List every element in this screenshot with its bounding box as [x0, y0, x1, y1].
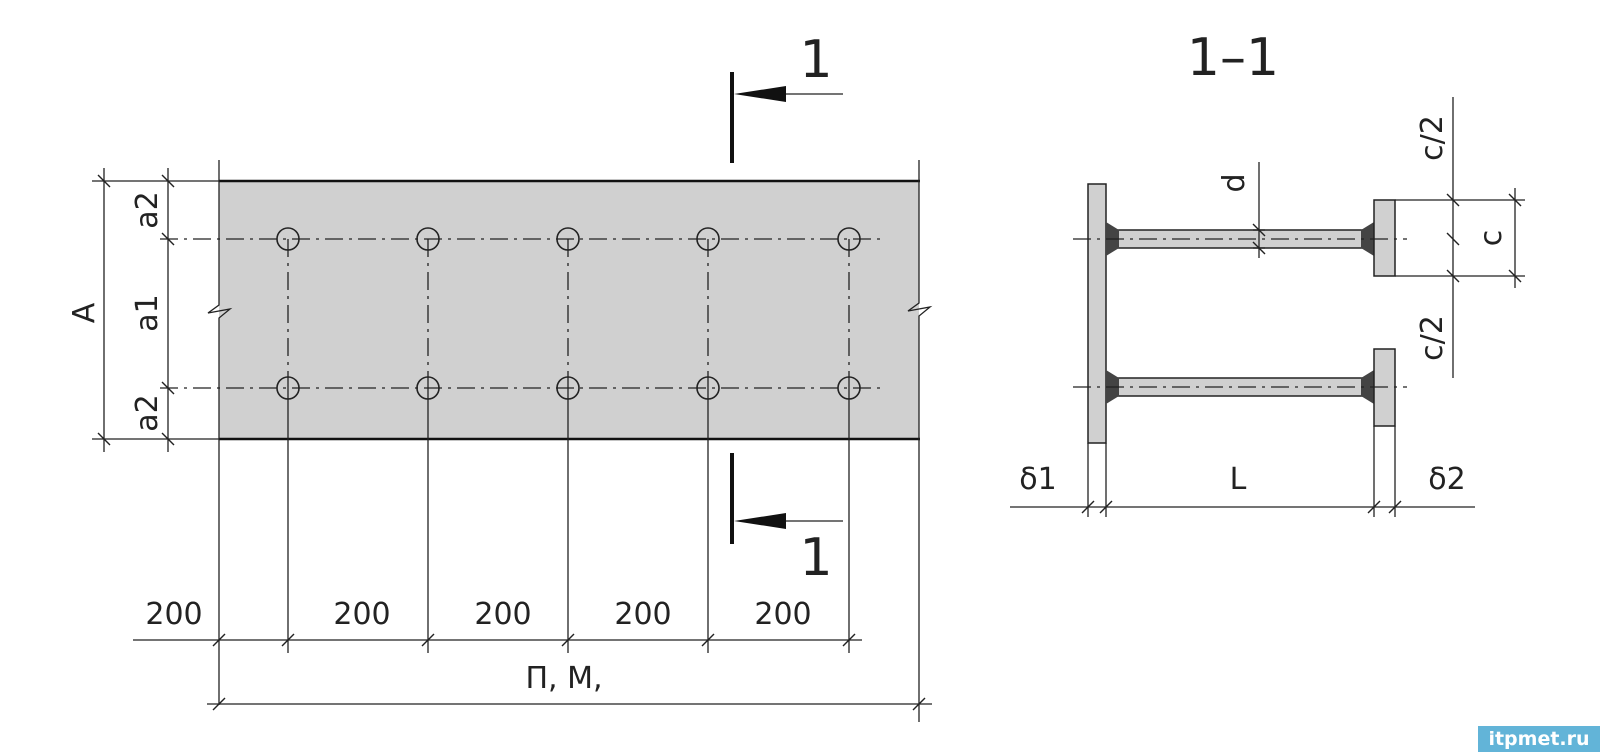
bolt-holes — [276, 227, 861, 400]
section-view: 1–1 d c/2 c c/2 — [1010, 28, 1525, 517]
bolt-hole — [416, 376, 440, 400]
spacing-label-3: 200 — [614, 597, 671, 632]
tick — [97, 432, 111, 446]
height-label: A — [67, 302, 102, 323]
c-label: c — [1474, 230, 1509, 247]
right-break-line — [907, 160, 933, 722]
tick — [161, 432, 175, 446]
plan-view: A a2 a1 a2 200 200 200 200 200 П, М, 1 — [67, 30, 933, 722]
lower-weld-right — [1361, 370, 1374, 404]
bolt-hole — [556, 376, 580, 400]
bolt-hole — [276, 376, 300, 400]
tick — [1099, 500, 1113, 514]
tick — [842, 633, 856, 647]
c-half-bottom-label: c/2 — [1415, 315, 1450, 361]
upper-stud-head — [1373, 199, 1396, 277]
section-mark-top: 1 — [730, 30, 843, 163]
delta2-label: δ2 — [1428, 462, 1465, 497]
section-title: 1–1 — [1187, 28, 1279, 88]
bolt-hole — [416, 227, 440, 251]
a2-top-label: a2 — [130, 191, 165, 228]
upper-weld-right — [1361, 222, 1374, 256]
tick — [1081, 500, 1095, 514]
left-dim-label: 200 — [145, 597, 202, 632]
tick — [212, 697, 226, 711]
tick — [161, 381, 175, 395]
bolt-hole — [837, 227, 861, 251]
section-mark-bottom-label: 1 — [799, 528, 832, 588]
d-label: d — [1217, 173, 1252, 192]
tick — [1367, 500, 1381, 514]
tick — [97, 174, 111, 188]
tick — [1508, 269, 1522, 283]
tick — [161, 232, 175, 246]
spacing-label-1: 200 — [333, 597, 390, 632]
delta1-label: δ1 — [1019, 462, 1056, 497]
tick — [701, 633, 715, 647]
tick — [1446, 232, 1460, 246]
tick — [281, 633, 295, 647]
tick — [561, 633, 575, 647]
site-watermark: itpmet.ru — [1478, 726, 1600, 752]
spacing-label-2: 200 — [474, 597, 531, 632]
tick — [1446, 269, 1460, 283]
bolt-hole — [696, 376, 720, 400]
bolt-hole — [276, 227, 300, 251]
a1-label: a1 — [130, 294, 165, 331]
overall-length-label: П, М, — [525, 661, 602, 696]
tick — [421, 633, 435, 647]
tick — [1252, 223, 1266, 237]
bolt-hole — [837, 376, 861, 400]
tick — [1388, 500, 1402, 514]
L-label: L — [1230, 462, 1247, 497]
bolt-hole — [696, 227, 720, 251]
tick — [1252, 241, 1266, 255]
left-break-line — [207, 160, 233, 705]
tick — [212, 633, 226, 647]
tick — [1508, 193, 1522, 207]
c-half-top-label: c/2 — [1415, 115, 1450, 161]
tick — [161, 174, 175, 188]
a2-bottom-label: a2 — [130, 394, 165, 431]
section-mark-bottom: 1 — [730, 453, 843, 588]
spacing-label-4: 200 — [754, 597, 811, 632]
section-mark-top-label: 1 — [799, 30, 832, 90]
plate — [219, 181, 919, 439]
tick — [912, 697, 926, 711]
bolt-hole — [556, 227, 580, 251]
main-plate — [1087, 183, 1107, 444]
tick — [1446, 193, 1460, 207]
